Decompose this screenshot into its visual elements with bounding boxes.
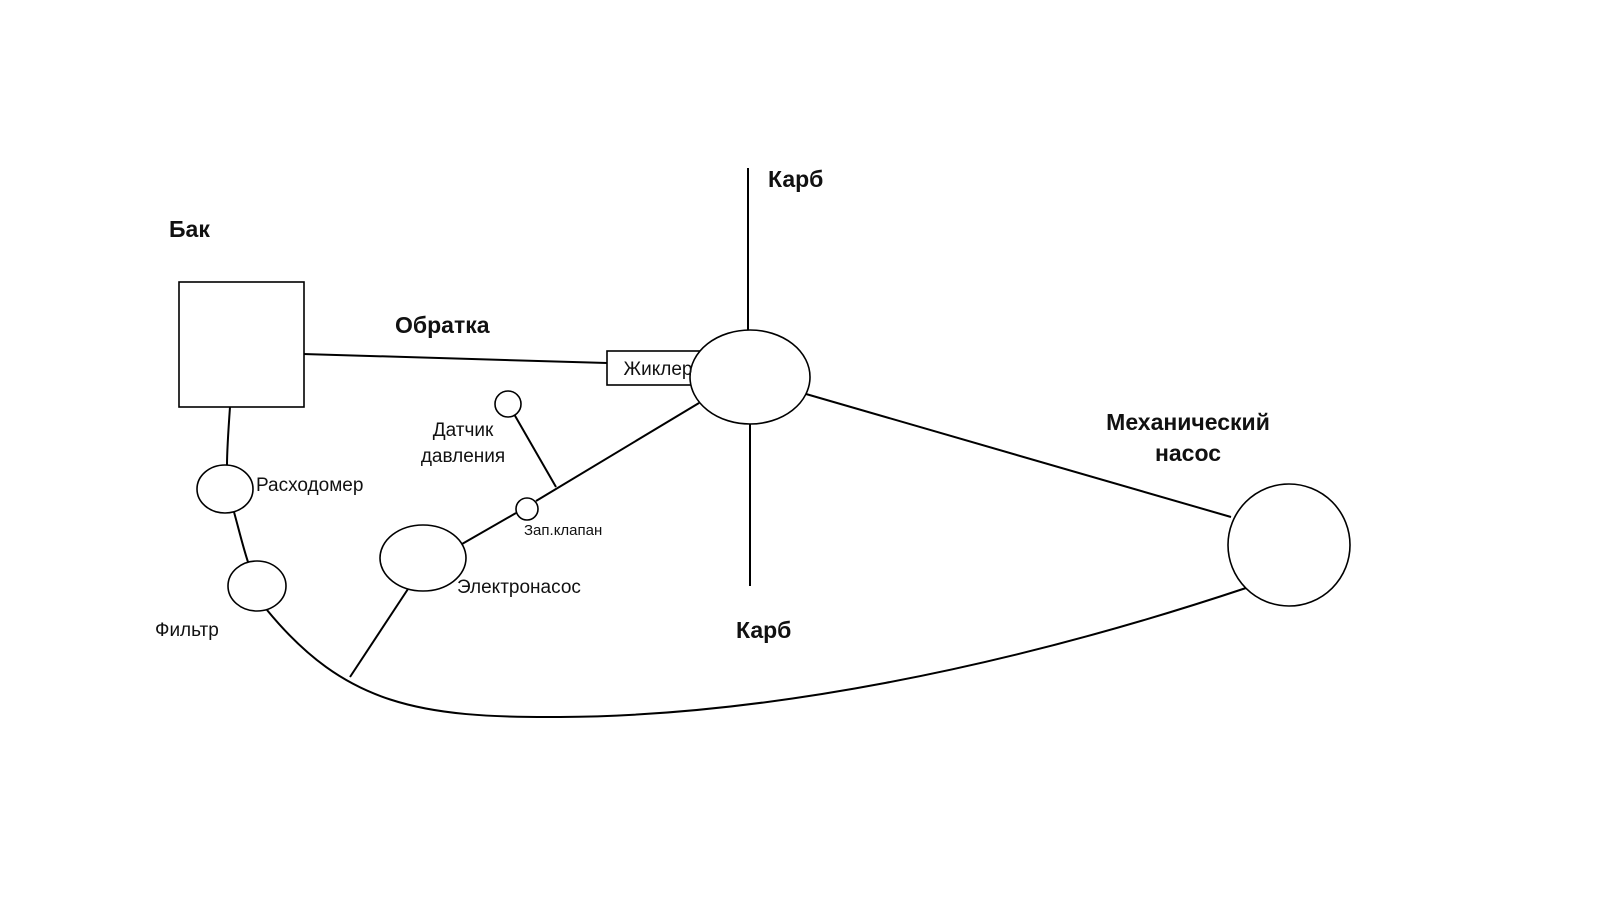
pressure-sensor-label-line2: давления bbox=[421, 446, 505, 467]
pressure-sensor-label-line1: Датчик bbox=[433, 420, 494, 441]
return-line bbox=[302, 353, 608, 364]
tank-to-flow-meter-line bbox=[226, 406, 231, 466]
tank-box bbox=[178, 281, 305, 408]
flow-meter-label: Расходомер bbox=[256, 475, 363, 496]
mechanical-pump-label-line2: насос bbox=[1155, 440, 1221, 466]
carb-top-label: Карб bbox=[768, 166, 823, 192]
pressure-sensor-line bbox=[513, 413, 557, 488]
check-valve bbox=[515, 497, 539, 521]
return-line-label: Обратка bbox=[395, 312, 490, 338]
flow-meter-to-filter-line bbox=[233, 511, 249, 563]
labels: Бак Обратка Жиклер Карб Карб Датчик давл… bbox=[155, 166, 1270, 643]
pressure-sensor bbox=[494, 390, 522, 418]
jet-label: Жиклер bbox=[624, 359, 693, 380]
electric-pump-to-main-line bbox=[349, 588, 409, 678]
mechanical-pump bbox=[1227, 483, 1351, 607]
carb-to-mechanical-pump-line bbox=[805, 393, 1232, 518]
main-supply-line bbox=[266, 587, 1247, 719]
electric-pump bbox=[379, 524, 467, 592]
electric-pump-label: Электронасос bbox=[457, 577, 581, 598]
carburetor bbox=[689, 329, 811, 425]
tank-label: Бак bbox=[169, 216, 210, 242]
filter bbox=[227, 560, 287, 612]
connection-lines bbox=[226, 168, 1247, 719]
flow-meter bbox=[196, 464, 254, 514]
components bbox=[178, 281, 1351, 612]
mechanical-pump-label-line1: Механический bbox=[1106, 409, 1270, 435]
check-valve-label: Зап.клапан bbox=[524, 522, 602, 539]
filter-label: Фильтр bbox=[155, 620, 219, 641]
carb-bottom-label: Карб bbox=[736, 617, 791, 643]
check-valve-to-electric-pump-line bbox=[461, 512, 517, 545]
carb-to-check-valve-line bbox=[535, 402, 700, 502]
